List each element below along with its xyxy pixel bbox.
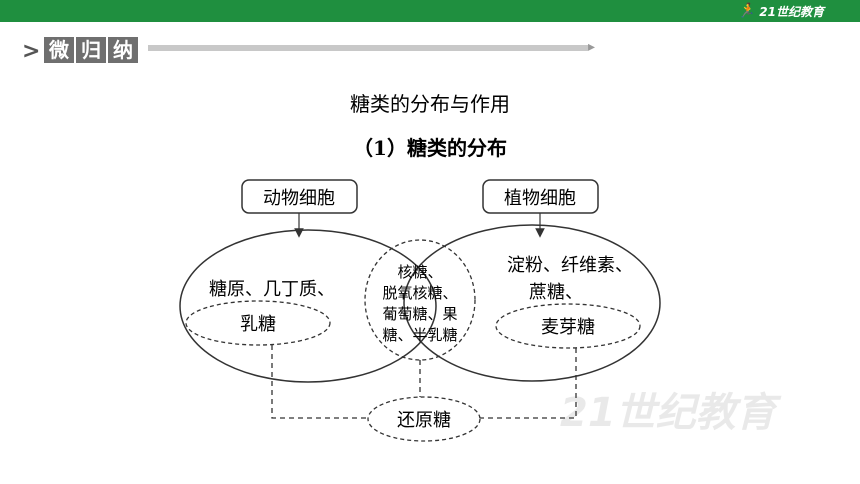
lactose-text: 乳糖: [240, 314, 276, 335]
common-sugar-line: 糖、半乳糖: [382, 326, 457, 344]
reducing-sugar-ellipse: [367, 396, 481, 442]
page-subtitle: （1）糖类的分布: [353, 136, 507, 160]
plant-sugars-text-2: 蔗糖、: [529, 282, 583, 303]
animal-sugars-text: 糖原、几丁质、: [209, 279, 335, 300]
animal-cell-ellipse: [179, 229, 437, 383]
connector-lactose: [271, 345, 368, 419]
plant-sugars-text: 淀粉、纤维素、: [507, 255, 633, 276]
page-title: 糖类的分布与作用: [350, 92, 510, 116]
common-sugar-line: 核糖、: [397, 263, 442, 281]
plant-cell-ellipse: [403, 224, 661, 382]
animal-cell-label: 动物细胞: [263, 188, 335, 209]
section-header: > 微 归 纳 ▸: [22, 35, 622, 65]
common-sugar-line: 葡萄糖、果: [382, 305, 457, 323]
connector-maltose: [478, 348, 577, 419]
reducing-sugar-text: 还原糖: [397, 410, 451, 431]
chevron-right-icon: >: [22, 39, 41, 64]
top-bar: 🏃 21世纪教育: [0, 0, 860, 22]
arrow-right-icon: ▸: [588, 39, 596, 55]
runner-icon: 🏃: [737, 3, 756, 19]
section-tag: 微 归 纳: [44, 37, 138, 63]
section-tag-char: 归: [76, 37, 106, 63]
header-divider: [148, 45, 588, 51]
logo-text: 21世纪教育: [759, 4, 824, 19]
common-sugars-ellipse: [364, 239, 476, 361]
common-sugar-line: 脱氧核糖、: [382, 284, 457, 302]
lactose-ellipse: [185, 300, 331, 346]
maltose-text: 麦芽糖: [541, 317, 595, 338]
brand-logo: 🏃 21世纪教育: [738, 2, 824, 20]
watermark-text: 21世纪教育: [560, 390, 776, 436]
plant-cell-label: 植物细胞: [504, 188, 576, 209]
section-tag-char: 纳: [108, 37, 138, 63]
maltose-ellipse: [495, 303, 641, 349]
watermark: 21世纪教育: [560, 380, 840, 460]
section-tag-char: 微: [44, 37, 74, 63]
